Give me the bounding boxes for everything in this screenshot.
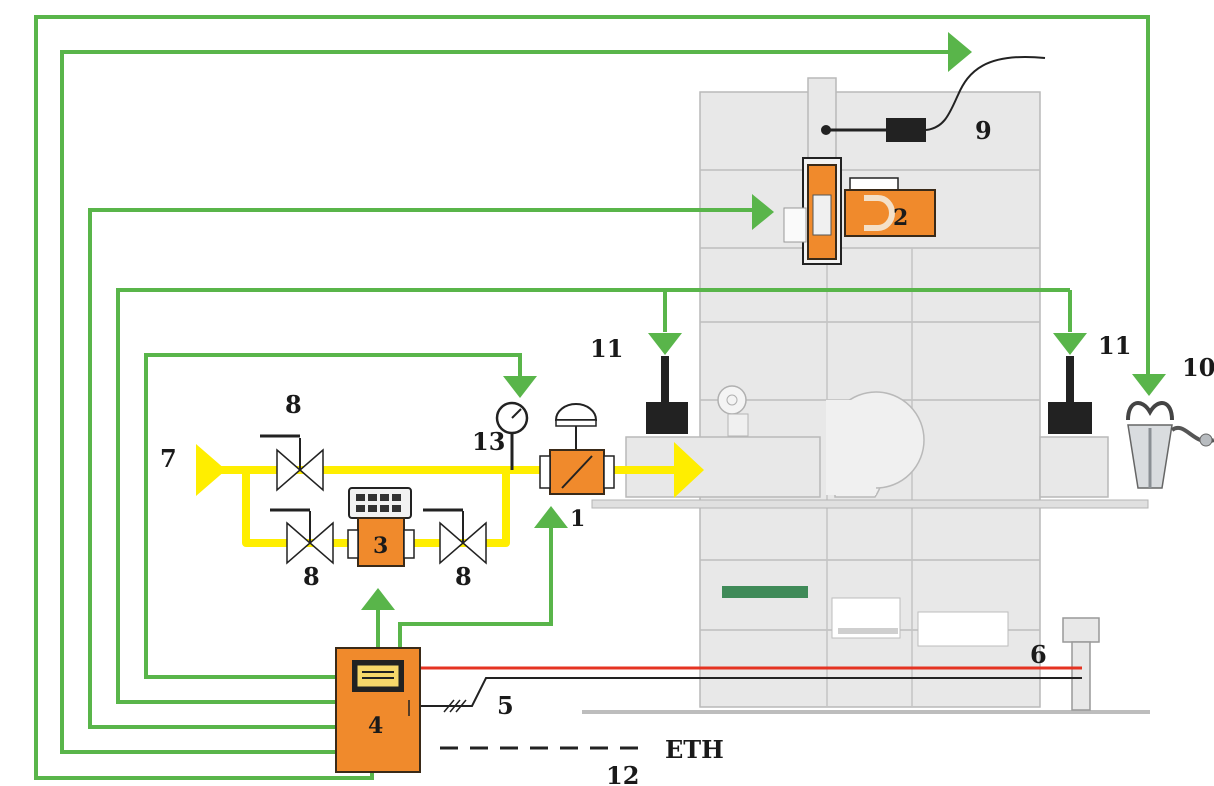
label-post: 6 <box>1030 640 1047 669</box>
label-actuator-right: 11 <box>1098 331 1131 360</box>
burner-valve <box>539 403 615 495</box>
arrow-to-actuator-left <box>648 333 682 355</box>
label-valve-top: 8 <box>285 390 302 419</box>
signal-lines <box>34 15 1150 780</box>
arrow-to-valve-1 <box>534 506 568 528</box>
right-device <box>1126 401 1214 489</box>
label-controller: 4 <box>368 713 383 739</box>
label-eth-line: 12 <box>606 761 639 786</box>
arrow-to-meter <box>361 588 395 610</box>
arrow-to-actuator-right <box>1053 333 1087 355</box>
arrow-to-gauge <box>503 376 537 398</box>
label-pressure-gauge: 13 <box>472 427 505 456</box>
label-burner-valve: 1 <box>570 506 585 532</box>
flow-meter <box>347 487 415 567</box>
label-top-device: 2 <box>893 205 908 231</box>
signal-arrows <box>361 32 1166 610</box>
pressure-gauge-icon <box>495 401 529 470</box>
label-valve-bottom-right: 8 <box>455 562 472 591</box>
post-6 <box>1062 617 1100 711</box>
valve-top <box>260 434 324 492</box>
top-device <box>783 157 936 265</box>
valve-bottom-right <box>423 508 487 565</box>
pneumatic-actuator-right <box>1048 356 1092 434</box>
power-lines <box>420 666 1082 713</box>
arrow-to-probe <box>948 32 972 72</box>
valve-bottom-left <box>270 508 334 565</box>
arrow-to-device-10 <box>1132 374 1166 396</box>
gas-inlet-arrow-icon <box>196 444 226 496</box>
controller <box>335 647 421 773</box>
label-valve-bottom-left: 8 <box>303 562 320 591</box>
label-gas-inlet: 7 <box>160 444 177 473</box>
nameplate <box>722 586 808 598</box>
label-flow-meter: 3 <box>373 533 388 559</box>
label-eth: ETH <box>665 735 724 764</box>
label-right-device: 10 <box>1182 353 1214 382</box>
label-actuator-left: 11 <box>590 334 623 363</box>
gas-outlet-arrow-icon <box>674 442 704 498</box>
digital-display-icon <box>356 494 401 512</box>
label-sensor-cable: 5 <box>497 691 514 720</box>
arrow-to-device-2 <box>752 194 774 230</box>
pneumatic-actuator-left <box>646 356 688 434</box>
label-probe: 9 <box>975 116 992 145</box>
probe <box>821 55 1046 142</box>
